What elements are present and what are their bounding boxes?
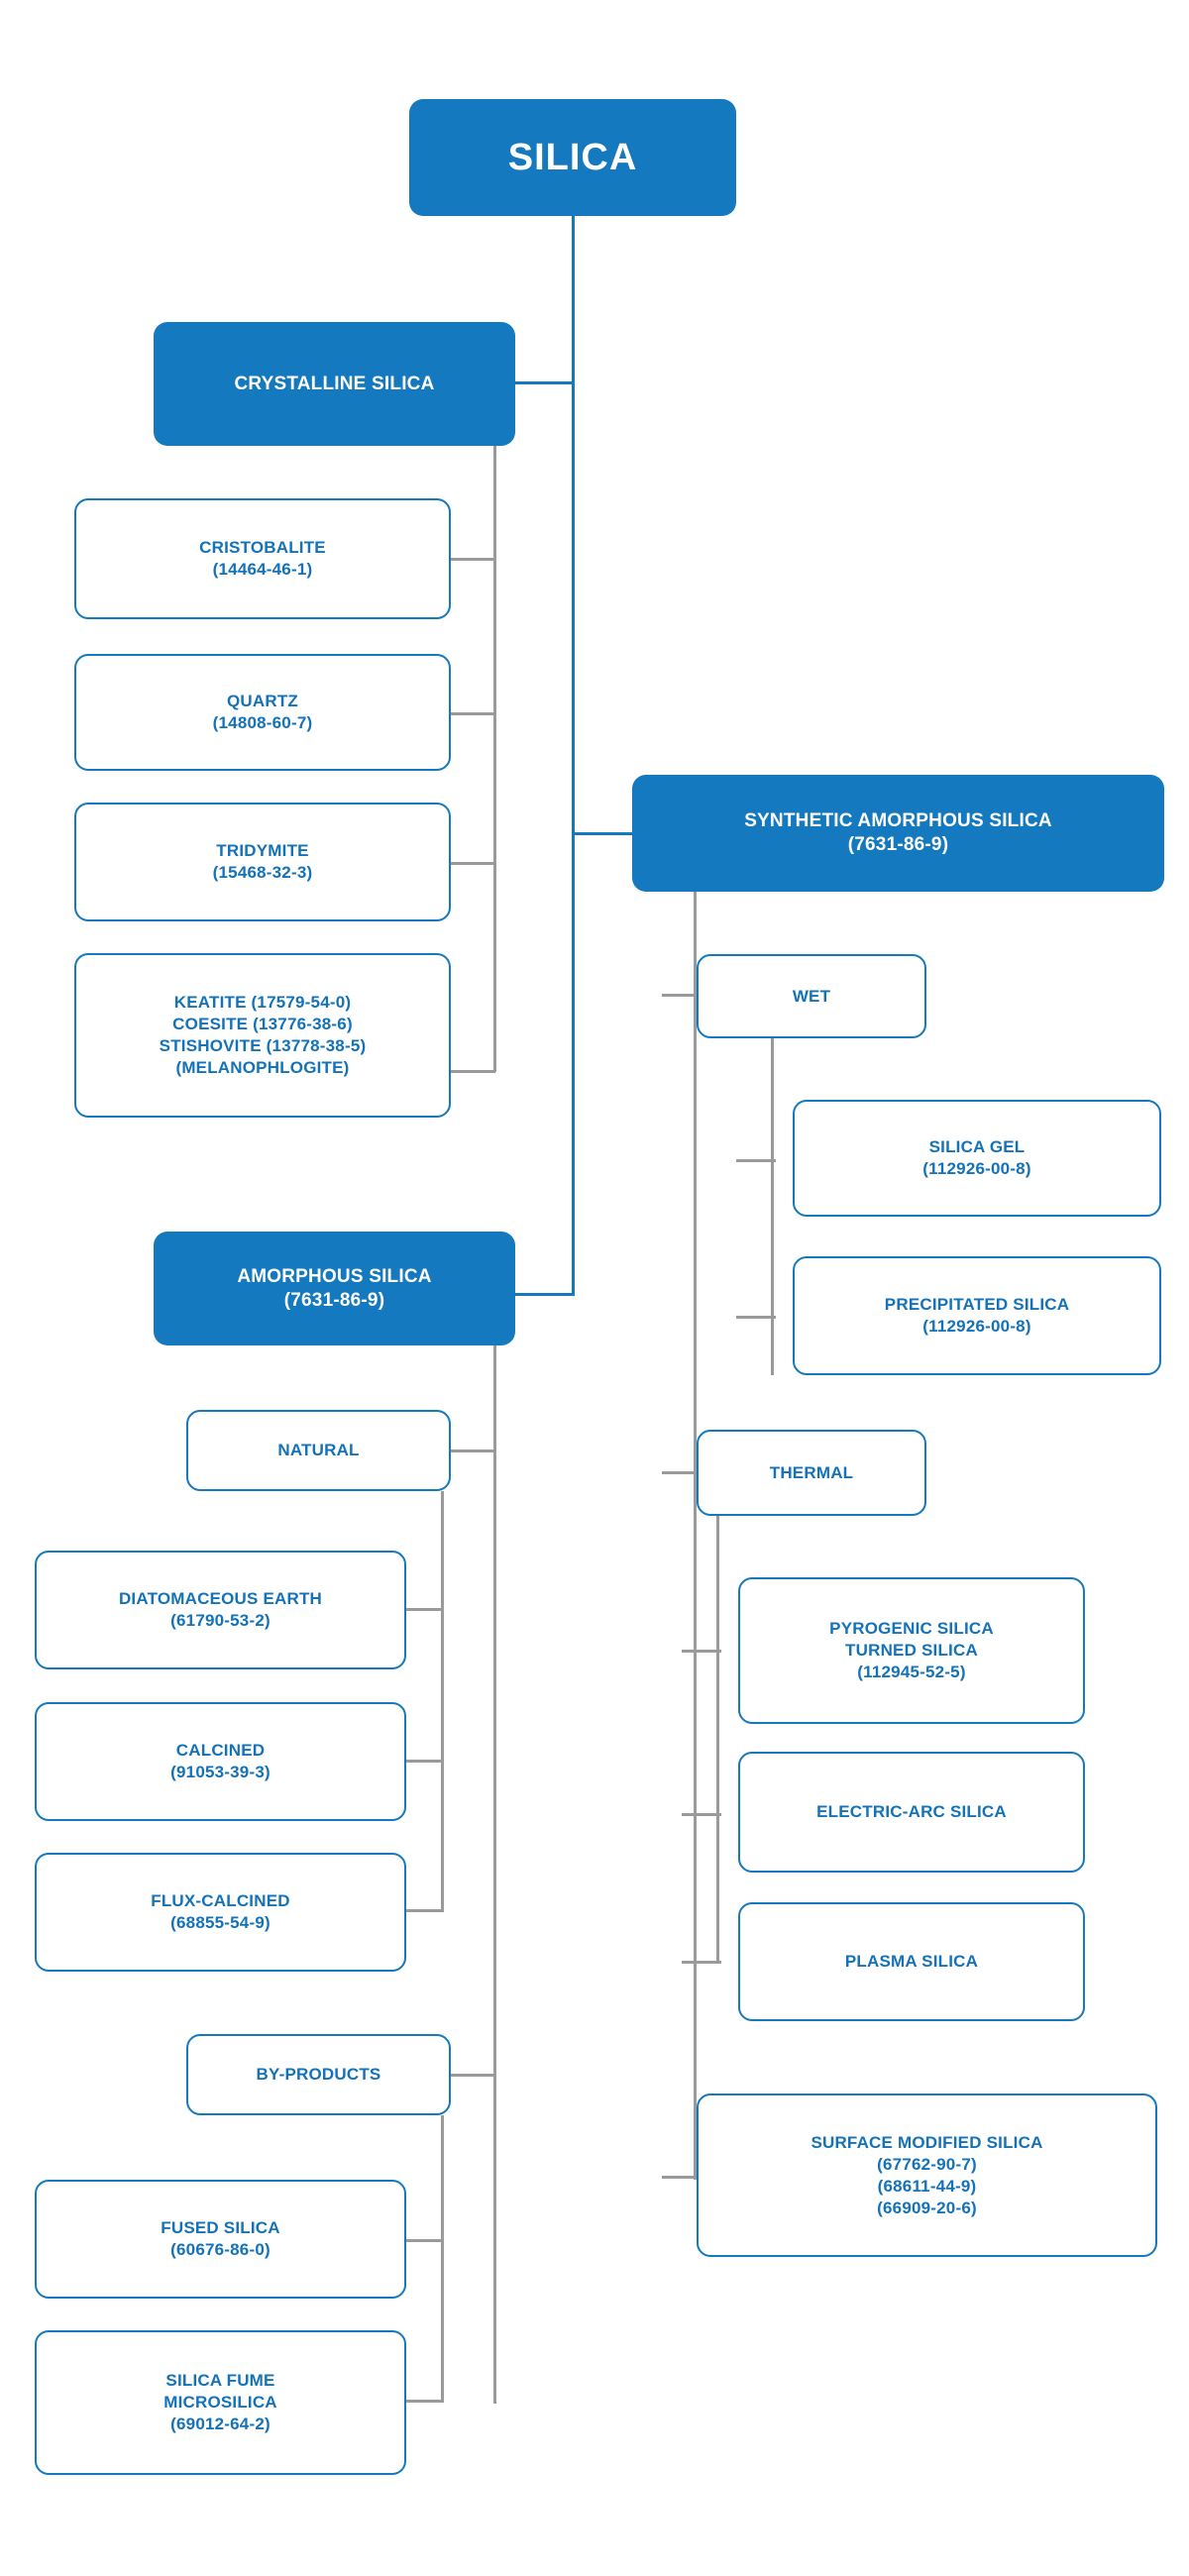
- connector-thermal-pyrogenic: [682, 1650, 721, 1653]
- node-silica-fume-cas: (69012-64-2): [170, 2415, 270, 2433]
- node-keatite-line1: KEATITE (17579-54-0): [173, 993, 352, 1012]
- connector-thermal-electric-arc: [682, 1813, 721, 1816]
- node-quartz-name: QUARTZ: [226, 692, 299, 710]
- node-silica-gel-name: SILICA GEL: [928, 1137, 1026, 1156]
- node-calcined[interactable]: CALCINED (91053-39-3): [35, 1702, 406, 1821]
- node-precipitated-silica-name: PRECIPITATED SILICA: [884, 1295, 1070, 1314]
- node-silica-root[interactable]: SILICA: [409, 99, 736, 216]
- node-synthetic-amorphous-silica-label: SYNTHETIC AMORPHOUS SILICA: [744, 810, 1052, 831]
- node-quartz[interactable]: QUARTZ (14808-60-7): [74, 654, 451, 771]
- node-thermal[interactable]: THERMAL: [697, 1430, 926, 1516]
- node-natural-label: NATURAL: [277, 1441, 360, 1459]
- node-precipitated-silica-cas: (112926-00-8): [922, 1317, 1031, 1336]
- node-amorphous-silica[interactable]: AMORPHOUS SILICA (7631-86-9): [154, 1232, 515, 1345]
- node-keatite-line4: (MELANOPHLOGITE): [175, 1058, 350, 1077]
- connector-crystalline-tridymite: [449, 862, 495, 865]
- connector-crystalline-quartz: [449, 712, 495, 715]
- node-keatite-line2: COESITE (13776-38-6): [172, 1015, 353, 1033]
- node-amorphous-silica-cas: (7631-86-9): [283, 1289, 385, 1311]
- node-tridymite[interactable]: TRIDYMITE (15468-32-3): [74, 803, 451, 921]
- spine-natural-children: [441, 1491, 444, 1912]
- node-precipitated-silica[interactable]: PRECIPITATED SILICA (112926-00-8): [793, 1256, 1161, 1375]
- connector-amorphous-byproducts: [449, 2074, 495, 2077]
- node-silica-fume-line2: MICROSILICA: [163, 2393, 277, 2412]
- node-fused-silica-name: FUSED SILICA: [161, 2218, 280, 2237]
- node-silica-gel-cas: (112926-00-8): [922, 1159, 1031, 1178]
- node-silica-fume-name: SILICA FUME: [165, 2371, 275, 2390]
- node-by-products-label: BY-PRODUCTS: [256, 2065, 381, 2084]
- node-calcined-cas: (91053-39-3): [170, 1763, 270, 1781]
- node-wet[interactable]: WET: [697, 954, 926, 1038]
- node-natural[interactable]: NATURAL: [186, 1410, 451, 1491]
- node-pyrogenic-silica[interactable]: PYROGENIC SILICA TURNED SILICA (112945-5…: [738, 1577, 1085, 1724]
- node-fused-silica[interactable]: FUSED SILICA (60676-86-0): [35, 2180, 406, 2299]
- connector-natural-diatomaceous: [404, 1608, 444, 1611]
- node-cristobalite-name: CRISTOBALITE: [199, 538, 326, 557]
- node-cristobalite[interactable]: CRISTOBALITE (14464-46-1): [74, 498, 451, 619]
- connector-amorphous-natural: [449, 1449, 495, 1452]
- connector-root-to-crystalline: [513, 381, 575, 384]
- connector-natural-flux-calcined: [404, 1909, 444, 1912]
- node-pyrogenic-silica-name: PYROGENIC SILICA: [829, 1619, 994, 1638]
- node-keatite-coesite-stishovite[interactable]: KEATITE (17579-54-0) COESITE (13776-38-6…: [74, 953, 451, 1118]
- node-tridymite-name: TRIDYMITE: [216, 841, 309, 860]
- connector-crystalline-cristobalite: [449, 558, 495, 561]
- node-quartz-cas: (14808-60-7): [212, 713, 313, 732]
- node-surface-modified-silica-cas1: (67762-90-7): [877, 2154, 977, 2174]
- connector-synthetic-wet: [662, 994, 700, 997]
- node-surface-modified-silica-name: SURFACE MODIFIED SILICA: [811, 2132, 1043, 2152]
- node-fused-silica-cas: (60676-86-0): [170, 2240, 270, 2259]
- node-silica-gel[interactable]: SILICA GEL (112926-00-8): [793, 1100, 1161, 1217]
- connector-byproducts-fused: [404, 2239, 444, 2242]
- trunk-main-vertical: [572, 215, 575, 1295]
- node-calcined-name: CALCINED: [175, 1741, 266, 1760]
- spine-crystalline-children: [493, 446, 496, 1072]
- node-synthetic-amorphous-silica[interactable]: SYNTHETIC AMORPHOUS SILICA (7631-86-9): [632, 775, 1164, 892]
- node-by-products[interactable]: BY-PRODUCTS: [186, 2034, 451, 2115]
- node-plasma-silica[interactable]: PLASMA SILICA: [738, 1902, 1085, 2021]
- spine-synthetic-children: [694, 892, 697, 2180]
- node-flux-calcined-name: FLUX-CALCINED: [151, 1891, 290, 1910]
- connector-byproducts-silica-fume: [404, 2400, 444, 2403]
- node-surface-modified-silica-cas2: (68611-44-9): [877, 2176, 977, 2196]
- node-electric-arc-silica-name: ELECTRIC-ARC SILICA: [816, 1802, 1007, 1821]
- connector-root-to-synthetic: [572, 832, 635, 835]
- node-diatomaceous-earth-name: DIATOMACEOUS EARTH: [118, 1589, 323, 1608]
- node-thermal-label: THERMAL: [769, 1462, 854, 1482]
- connector-thermal-plasma: [682, 1961, 721, 1964]
- node-cristobalite-cas: (14464-46-1): [212, 560, 313, 579]
- connector-wet-silica-gel: [736, 1159, 776, 1162]
- node-diatomaceous-earth[interactable]: DIATOMACEOUS EARTH (61790-53-2): [35, 1551, 406, 1669]
- node-silica-root-label: SILICA: [507, 136, 638, 178]
- node-crystalline-silica[interactable]: CRYSTALLINE SILICA: [154, 322, 515, 446]
- node-amorphous-silica-label: AMORPHOUS SILICA: [237, 1265, 432, 1287]
- node-silica-fume-microsilica[interactable]: SILICA FUME MICROSILICA (69012-64-2): [35, 2330, 406, 2475]
- node-diatomaceous-earth-cas: (61790-53-2): [170, 1611, 270, 1630]
- node-plasma-silica-name: PLASMA SILICA: [844, 1952, 979, 1971]
- connector-root-to-amorphous: [513, 1293, 575, 1296]
- node-surface-modified-silica-cas3: (66909-20-6): [877, 2198, 977, 2217]
- node-surface-modified-silica[interactable]: SURFACE MODIFIED SILICA (67762-90-7) (68…: [697, 2093, 1157, 2257]
- node-crystalline-silica-label: CRYSTALLINE SILICA: [234, 373, 435, 394]
- node-flux-calcined-cas: (68855-54-9): [170, 1913, 270, 1932]
- node-keatite-line3: STISHOVITE (13778-38-5): [159, 1036, 367, 1055]
- connector-natural-calcined: [404, 1760, 444, 1763]
- node-synthetic-amorphous-silica-cas: (7631-86-9): [847, 834, 949, 855]
- node-flux-calcined[interactable]: FLUX-CALCINED (68855-54-9): [35, 1853, 406, 1972]
- connector-wet-precipitated: [736, 1316, 776, 1319]
- node-electric-arc-silica[interactable]: ELECTRIC-ARC SILICA: [738, 1752, 1085, 1873]
- node-wet-label: WET: [792, 986, 831, 1006]
- spine-thermal-children: [716, 1516, 719, 1964]
- connector-crystalline-keatite-group: [449, 1070, 495, 1073]
- spine-byproducts-children: [441, 2115, 444, 2403]
- spine-amorphous-children: [493, 1345, 496, 2404]
- node-pyrogenic-silica-line2: TURNED SILICA: [845, 1641, 978, 1660]
- connector-synthetic-surface-modified: [662, 2176, 700, 2179]
- node-tridymite-cas: (15468-32-3): [212, 863, 313, 882]
- connector-synthetic-thermal: [662, 1471, 700, 1474]
- node-pyrogenic-silica-cas: (112945-52-5): [857, 1663, 966, 1681]
- spine-wet-children: [771, 1038, 774, 1375]
